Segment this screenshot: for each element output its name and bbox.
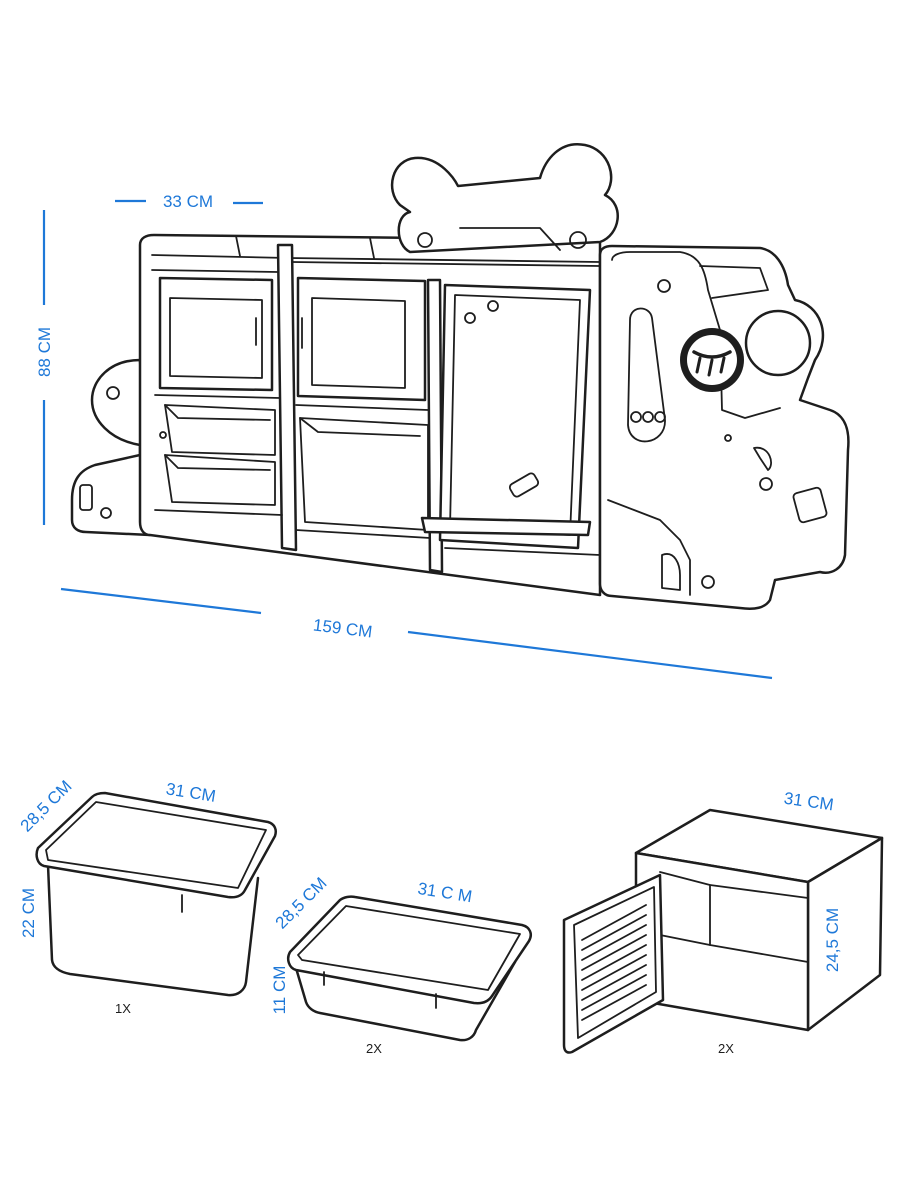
left-bin-upper bbox=[164, 404, 276, 456]
height-label: 88 CM bbox=[35, 327, 54, 377]
left-side-panel bbox=[70, 358, 152, 537]
left-cabinet bbox=[158, 276, 274, 392]
side-slot bbox=[79, 484, 93, 511]
brand-logo bbox=[680, 328, 744, 392]
divider-left bbox=[276, 243, 298, 552]
small-bin-illustration bbox=[287, 895, 532, 1042]
right-side-panel bbox=[598, 244, 850, 610]
small-bin-width-label: 31 C M bbox=[416, 879, 473, 906]
cabinet-box-dimensions: 31 CM 24,5 CM 2X bbox=[718, 789, 842, 1056]
width-dimension-line-right bbox=[407, 630, 773, 680]
width-dimension-line-left bbox=[60, 587, 262, 615]
storage-unit-illustration bbox=[70, 142, 850, 610]
large-bin-width-label: 31 CM bbox=[165, 779, 217, 806]
cabinet-width-label: 31 CM bbox=[783, 789, 835, 815]
side-hole bbox=[106, 386, 120, 400]
cabinet-height-label: 24,5 CM bbox=[823, 908, 842, 972]
side-ear bbox=[744, 309, 812, 377]
depth-label: 33 CM bbox=[163, 192, 213, 211]
middle-cabinet bbox=[296, 276, 427, 402]
main-dimensions: 33 CM 88 CM 159 CM bbox=[35, 192, 773, 680]
cabinet-box-illustration bbox=[562, 808, 884, 1054]
left-bin-lower bbox=[164, 454, 276, 506]
side-hole bbox=[100, 507, 112, 519]
large-bin-quantity: 1X bbox=[115, 1001, 131, 1016]
large-bin-height-label: 22 CM bbox=[19, 888, 38, 938]
cabinet-quantity: 2X bbox=[718, 1041, 734, 1056]
divider-middle bbox=[426, 278, 444, 574]
large-bin-illustration bbox=[35, 791, 277, 997]
width-label: 159 CM bbox=[312, 615, 373, 641]
small-bin-quantity: 2X bbox=[366, 1041, 382, 1056]
right-door bbox=[438, 283, 592, 550]
bone-headboard bbox=[390, 142, 619, 254]
small-bin-height-label: 11 CM bbox=[270, 966, 289, 1015]
